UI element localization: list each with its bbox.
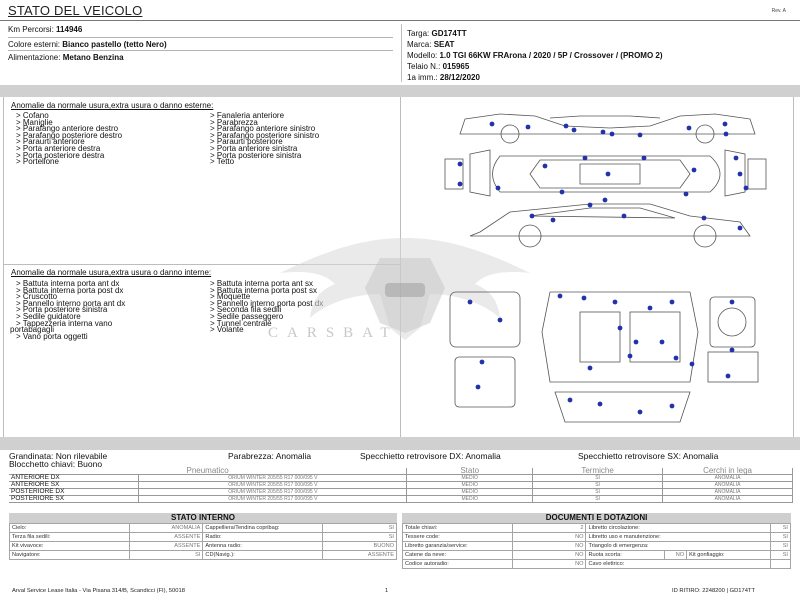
- revision-label: Rev. A: [771, 8, 786, 14]
- table-row: POSTERIORE DX ORIUM WINTER 205/55 R17 00…: [9, 488, 793, 496]
- stato-interno-title: STATO INTERNO: [9, 513, 397, 523]
- info-alimentazione: Alimentazione: Metano Benzina: [8, 53, 124, 62]
- list-item: > Seconda fila sedili: [210, 305, 282, 315]
- table-row: Totale chiavi:2 Libretto circolazione:SI: [402, 523, 791, 533]
- status-parabrezza: Parabrezza: Anomalia: [228, 451, 312, 461]
- list-item: > Cruscotto: [16, 292, 58, 302]
- info-left: Km Percorsi: 114946 Colore esterni: Bian…: [8, 25, 398, 62]
- list-item: > Pannello interno porta post dx: [210, 298, 324, 308]
- car-side-view-icon: [459, 113, 756, 144]
- page-title: STATO DEL VEICOLO: [8, 3, 143, 18]
- tire-header-stato: Stato: [406, 467, 534, 475]
- list-item: > Parafango anteriore sinistro: [210, 124, 316, 134]
- info-targa: Targa: GD174TT: [407, 29, 467, 38]
- car-top-view-icon: [444, 149, 767, 197]
- list-item: > Parafango posteriore destro: [16, 130, 123, 140]
- list-item: > Porta posteriore sinistra: [210, 150, 302, 160]
- list-item: > Moquette: [210, 292, 251, 302]
- table-row: ANTERIORE SX ORIUM WINTER 205/55 R17 000…: [9, 481, 793, 489]
- carsbat-watermark-logo: [280, 238, 530, 340]
- list-item: > Volante: [210, 325, 244, 335]
- list-item: > Fanaleria anteriore: [210, 111, 285, 120]
- damage-markers: [457, 121, 749, 231]
- tire-header-cerchi: Cerchi in lega: [662, 467, 793, 475]
- stato-interno-panel: STATO INTERNO Cielo:ANOMALIA Cappelliera…: [9, 513, 397, 560]
- list-item: > Paraurti anteriore: [16, 137, 85, 147]
- list-item: > Porta posteriore destra: [16, 150, 105, 160]
- table-row: Kit vivavoce:ASSENTE Antenna radio:BUONO: [9, 541, 397, 551]
- table-row: Codice autoradio:NO Cavo elettrico:: [402, 559, 791, 569]
- list-item: > Pannello interno porta ant dx: [16, 298, 126, 308]
- status-blocchetto: Blocchetto chiavi: Buono: [9, 459, 103, 469]
- list-item: > Portellone: [16, 157, 59, 167]
- table-row: Catene da neve:NO Ruota scorta:NO Kit go…: [402, 550, 791, 560]
- list-item: > Battuta interna porta post dx: [16, 285, 124, 295]
- footer-address: Arval Service Lease Italia - Via Pisana …: [12, 588, 185, 594]
- tire-header-pneumatico: Pneumatico: [9, 467, 408, 475]
- list-item: > Cofano: [16, 111, 49, 120]
- exterior-car-diagram: [444, 113, 767, 248]
- info-immatricolazione: 1a imm.: 28/12/2020: [407, 73, 480, 82]
- exterior-list-right: > Fanaleria anteriore > Parabrezza > Par…: [210, 111, 320, 167]
- interior-title: Anomalie da normale usura,extra usura o …: [11, 268, 212, 277]
- list-item: > Battuta interna porta post sx: [210, 285, 317, 295]
- list-item: > Maniglie: [16, 117, 53, 127]
- list-item: > Parafango anteriore destro: [16, 124, 119, 134]
- info-marca: Marca: SEAT: [407, 40, 455, 49]
- footer-id-ritiro: ID RITIRO: 2248200 | GD174TT: [672, 588, 756, 594]
- car-interior-plan-icon: [449, 291, 759, 423]
- status-band: [0, 437, 800, 450]
- table-row: Tessere code:NO Libretto uso e manutenzi…: [402, 532, 791, 542]
- list-item: > Porta anteriore destra: [16, 143, 101, 153]
- table-row: POSTERIORE SX ORIUM WINTER 205/55 R17 00…: [9, 495, 793, 503]
- exterior-title: Anomalie da normale usura,extra usura o …: [11, 101, 214, 110]
- exterior-list-left: > Cofano > Maniglie > Parafango anterior…: [16, 111, 123, 167]
- table-row: Libretto garanzia/service:NO Triangolo d…: [402, 541, 791, 551]
- list-item: > Parabrezza: [210, 117, 258, 127]
- list-item: > Parafango posteriore sinistro: [210, 130, 320, 140]
- documenti-title: DOCUMENTI E DOTAZIONI: [402, 513, 791, 523]
- interior-list-right: > Battuta interna porta ant sx > Battuta…: [210, 279, 324, 335]
- status-specchietto-sx: Specchietto retrovisore SX: Anomalia: [578, 451, 719, 461]
- table-row: ANTERIORE DX ORIUM WINTER 205/55 R17 000…: [9, 474, 793, 482]
- list-item: > Porta posteriore sinistra: [16, 305, 108, 315]
- list-item: > Tetto: [210, 157, 235, 167]
- list-item: > Battuta interna porta ant sx: [210, 279, 313, 288]
- damage-markers: [467, 293, 735, 415]
- list-item: > Tunnel centrale: [210, 318, 272, 328]
- list-item: > Sedile passeggero: [210, 311, 284, 321]
- watermark-text: CARSBAT: [268, 325, 399, 341]
- info-right: Targa: GD174TT Marca: SEAT Modello: 1.0 …: [407, 29, 795, 84]
- info-telaio: Telaio N.: 015965: [407, 62, 470, 71]
- info-colore: Colore esterni: Bianco pastello (tetto N…: [8, 40, 167, 49]
- info-modello: Modello: 1.0 TGI 66KW FRArona / 2020 / 5…: [407, 51, 663, 60]
- footer-page-number: 1: [385, 588, 389, 594]
- header-rule: [0, 20, 800, 21]
- list-item: > Porta anteriore sinistra: [210, 143, 298, 153]
- table-row: Terza fila sedili:ASSENTE Radio:SI: [9, 532, 397, 542]
- list-item: portabagagli: [10, 325, 55, 335]
- interior-list-left: > Battuta interna porta ant dx > Battuta…: [10, 279, 126, 341]
- car-side-view-right-icon: [469, 203, 751, 248]
- list-item: > Battuta interna porta ant dx: [16, 279, 120, 288]
- status-specchietto-dx: Specchietto retrovisore DX: Anomalia: [360, 451, 501, 461]
- list-item: > Vano porta oggetti: [16, 331, 88, 341]
- table-row: Navigatore:SI CD(Navig.):ASSENTE: [9, 550, 397, 560]
- interior-car-diagram: [449, 291, 759, 423]
- status-grandinata: Grandinata: Non rilevabile: [9, 451, 108, 461]
- list-item: > Tappezzeria interna vano: [16, 318, 113, 328]
- tire-header-termiche: Termiche: [532, 467, 664, 475]
- section-band: [0, 85, 800, 97]
- documenti-panel: DOCUMENTI E DOTAZIONI Totale chiavi:2 Li…: [402, 513, 791, 569]
- list-item: > Sedile guidatore: [16, 311, 81, 321]
- table-row: Cielo:ANOMALIA Cappelliera/Tendina copri…: [9, 523, 397, 533]
- list-item: > Paraurti posteriore: [210, 137, 283, 147]
- tire-table: Pneumatico Stato Termiche Cerchi in lega…: [9, 467, 793, 503]
- info-km: Km Percorsi: 114946: [8, 25, 83, 34]
